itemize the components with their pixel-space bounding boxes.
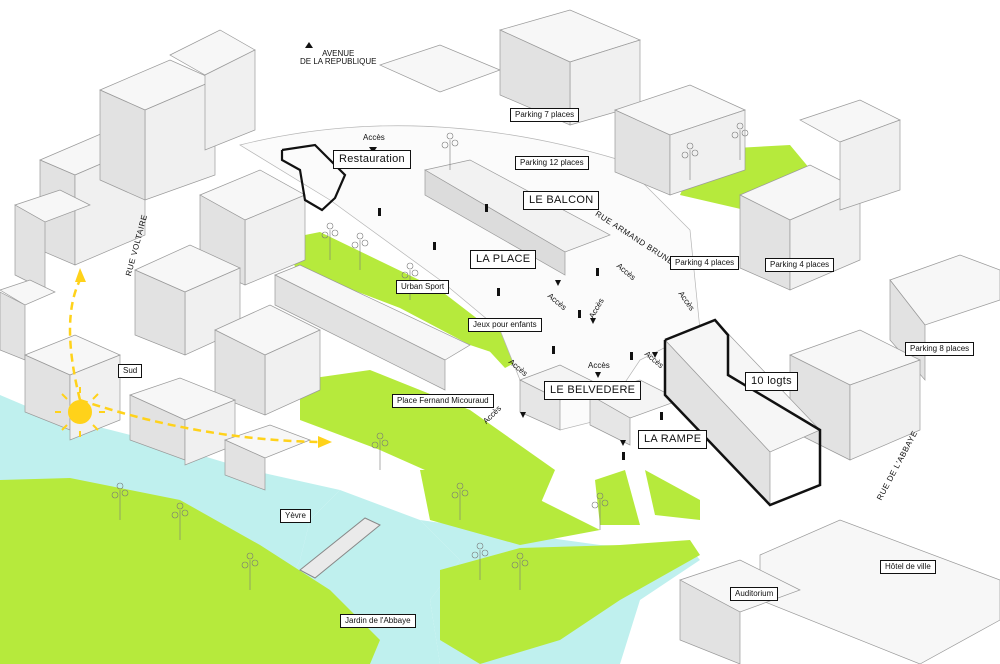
- label-parking-4b: Parking 4 places: [765, 258, 835, 272]
- sun-arrow-east: [318, 436, 332, 448]
- label-acces-north: Accès: [363, 133, 385, 142]
- label-auditorium[interactable]: Auditorium: [730, 587, 779, 601]
- label-hotel-de-ville[interactable]: Hôtel de ville: [880, 560, 936, 574]
- label-urban-sport[interactable]: Urban Sport: [396, 280, 450, 294]
- lower-terrace-lawn: [420, 470, 600, 545]
- label-parking-12: Parking 12 places: [515, 156, 589, 170]
- rampe-lawn-b: [645, 470, 700, 520]
- footbridge: [299, 517, 381, 579]
- label-restauration[interactable]: Restauration: [333, 150, 411, 169]
- label-jeux-enfants[interactable]: Jeux pour enfants: [468, 318, 542, 332]
- restauration-outline: [280, 143, 347, 212]
- label-avenue-republique: AVENUE DE LA REPUBLIQUE: [300, 49, 377, 66]
- label-la-rampe[interactable]: LA RAMPE: [638, 430, 708, 449]
- label-parking-4a: Parking 4 places: [670, 256, 740, 270]
- trees: [111, 122, 749, 590]
- label-parking-7: Parking 7 places: [510, 108, 580, 122]
- label-sud: Sud: [118, 364, 143, 378]
- pedestrians: [378, 204, 663, 460]
- building-10-logts: [663, 318, 822, 507]
- label-yevre: Yèvre: [280, 509, 311, 523]
- label-le-balcon[interactable]: LE BALCON: [523, 191, 600, 210]
- label-place-micouraud[interactable]: Place Fernand Micouraud: [392, 394, 494, 408]
- sun-path: [68, 279, 321, 444]
- label-parking-8: Parking 8 places: [905, 342, 975, 356]
- jeux-lawn: [470, 320, 520, 368]
- place-micouraud-lawn: [300, 370, 555, 505]
- label-la-place[interactable]: LA PLACE: [470, 250, 537, 269]
- rampe-lawn-a: [595, 470, 640, 525]
- jardin-abbaye-lawn: [0, 478, 380, 664]
- label-acces-rampe: Accès: [588, 361, 610, 370]
- sun-arrow-north: [75, 268, 86, 282]
- sun-icon: [55, 387, 105, 437]
- label-10-logts[interactable]: 10 logts: [745, 372, 798, 391]
- label-jardin-abbaye[interactable]: Jardin de l'Abbaye: [340, 614, 416, 628]
- east-bank-lawn: [440, 540, 700, 664]
- label-le-belvedere[interactable]: LE BELVEDERE: [544, 381, 642, 400]
